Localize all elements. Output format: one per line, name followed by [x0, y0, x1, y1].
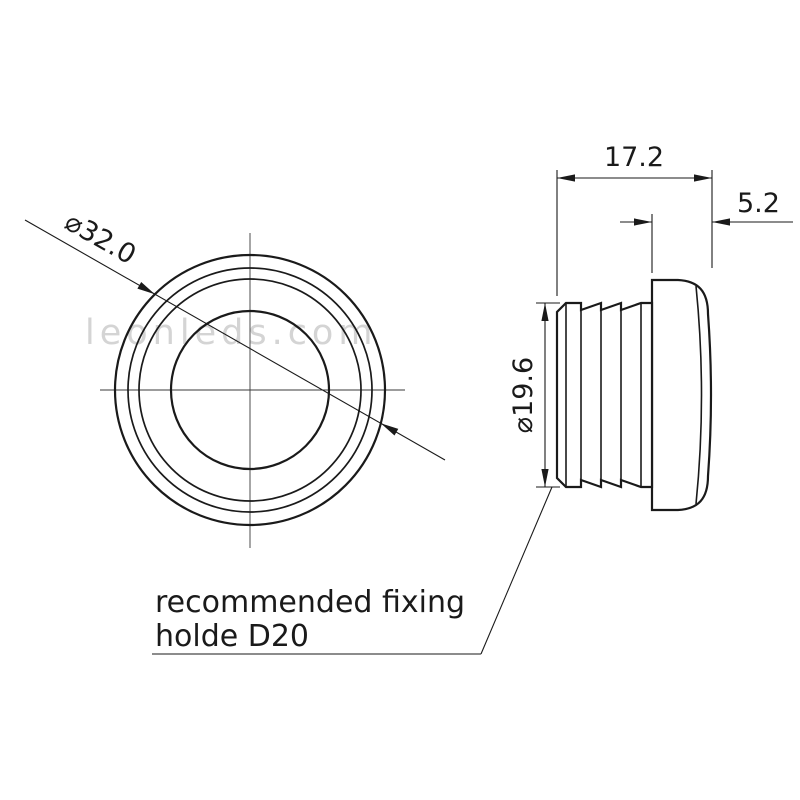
side-view: 17.2 5.2 ⌀19.6 — [508, 142, 793, 512]
body-outline — [555, 301, 654, 489]
overall-width-label: 17.2 — [604, 142, 664, 173]
body-diameter-dimension: ⌀19.6 — [508, 302, 560, 488]
note-line-2: holde D20 — [155, 619, 309, 654]
watermark-text: leonleds.com — [85, 313, 377, 353]
note-leader-line — [480, 486, 553, 655]
flange-width-dimension: 5.2 — [620, 188, 793, 273]
fixing-note: recommended fixing holde D20 — [152, 486, 553, 655]
body-diameter-label: ⌀19.6 — [508, 357, 539, 433]
diameter-dimension-line — [24, 219, 446, 461]
lens-circle — [169, 309, 331, 471]
front-view: ⌀32.0 — [24, 206, 446, 548]
outer-circle — [113, 253, 387, 527]
dimension-arrow — [712, 218, 730, 226]
flange-outline — [650, 278, 713, 512]
lens-dome-contour — [695, 285, 703, 505]
note-line-1: recommended fixing — [155, 585, 465, 620]
dimension-arrow — [541, 303, 549, 321]
dimension-arrow — [694, 174, 712, 182]
dimension-arrow — [380, 423, 399, 436]
flange-width-label: 5.2 — [737, 188, 780, 219]
overall-width-dimension: 17.2 — [556, 142, 713, 296]
dimension-arrow — [541, 469, 549, 487]
dimension-arrow — [137, 282, 155, 295]
dimension-arrow — [557, 174, 575, 182]
front-diameter-label: ⌀32.0 — [59, 206, 141, 271]
bezel-circle — [127, 267, 373, 513]
dimension-arrow — [634, 218, 652, 226]
rim-circle — [138, 278, 362, 502]
